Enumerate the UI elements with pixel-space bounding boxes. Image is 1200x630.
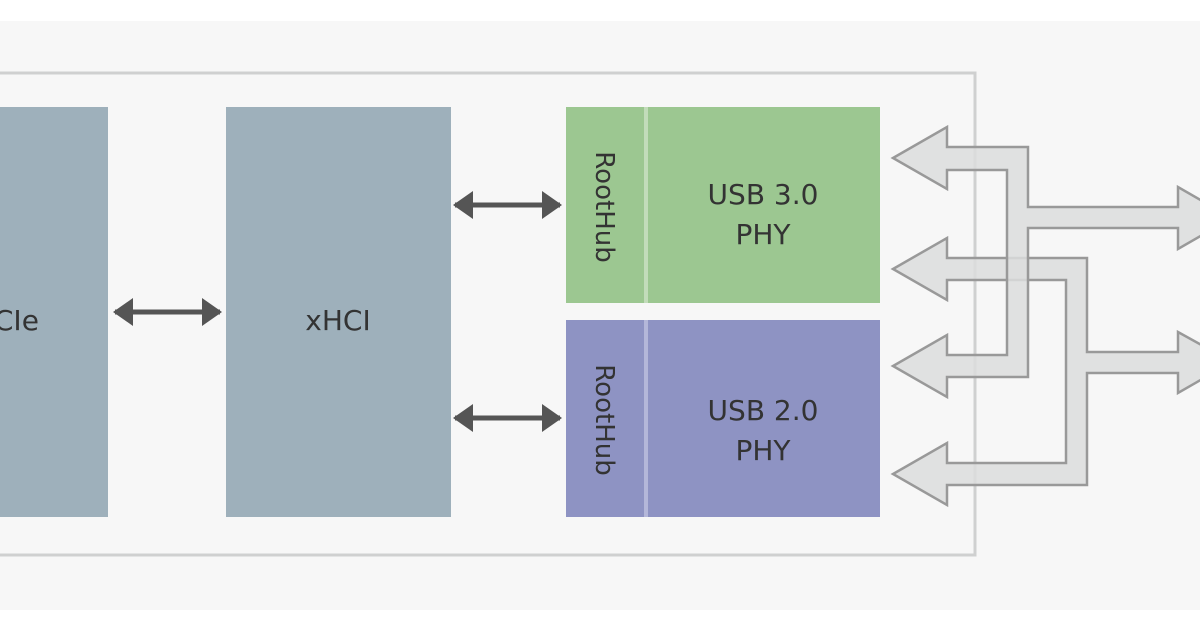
usb2-phy-label-line1: USB 2.0 (708, 394, 819, 427)
pcie-block: PCIe (0, 107, 108, 517)
port-connector-a-arrow (890, 124, 1200, 400)
usb3-roothub-label: RootHub (589, 151, 619, 262)
xhci-label: xHCI (305, 304, 370, 337)
usb2-phy-label-line2: PHY (735, 434, 791, 467)
usb3-phy-label-line1: USB 3.0 (708, 178, 819, 211)
roothub-divider (644, 107, 648, 303)
usb2-block: RootHub USB 2.0 PHY (566, 320, 880, 517)
usb3-phy-label-line2: PHY (735, 218, 791, 251)
chip-boundary (0, 71, 977, 557)
roothub-divider (644, 320, 648, 517)
usb3-block: RootHub USB 3.0 PHY (566, 107, 880, 303)
usb2-roothub-label: RootHub (589, 364, 619, 475)
port-connector-b-arrow (890, 235, 1200, 508)
xhci-block: xHCI (226, 107, 451, 517)
pcie-label: PCIe (0, 304, 39, 337)
